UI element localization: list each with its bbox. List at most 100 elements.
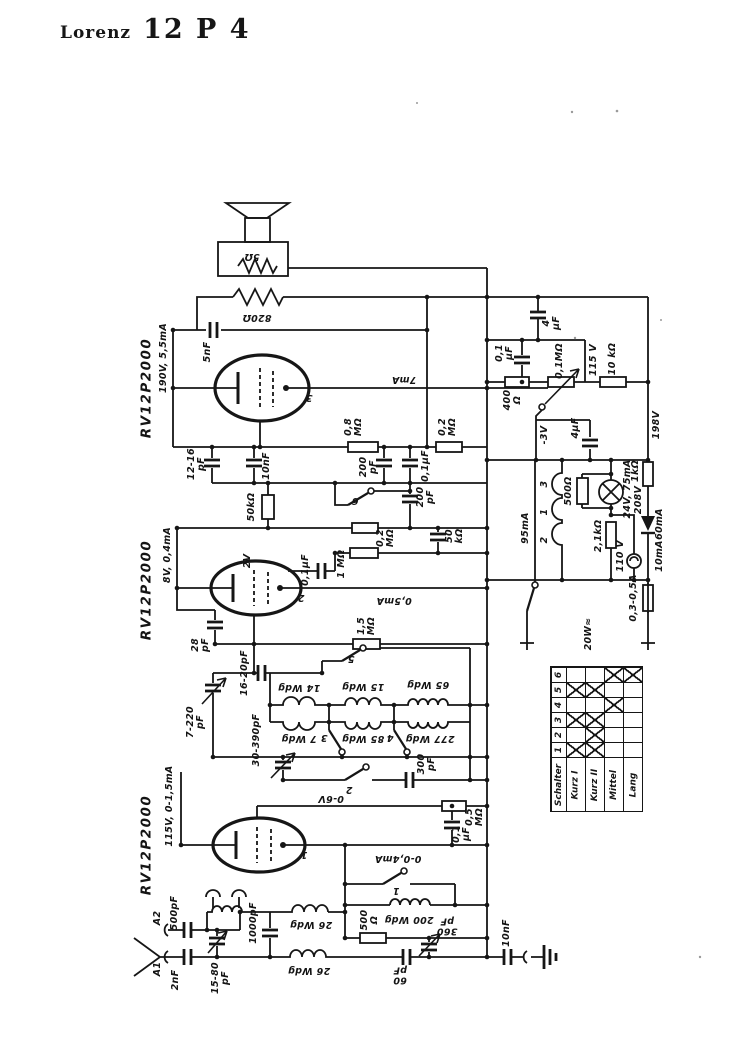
- switch-open-cell: [586, 698, 605, 713]
- switch-open-cell: [567, 698, 586, 713]
- label-cap-28pf: 28 pF: [189, 638, 211, 652]
- switch-open-cell: [605, 713, 624, 728]
- label-tube1-type: RV12P2000: [138, 337, 155, 439]
- label-tube2-voltage: 8V, 0,4mA: [161, 526, 173, 584]
- label-coil-14wdg: 14 Wdg: [277, 682, 321, 694]
- label-0-6v: 0-6V: [318, 793, 344, 805]
- switch-open-cell: [567, 728, 586, 743]
- label-coil-65wdg: 65 Wdg: [406, 679, 450, 691]
- label-res-500-b: 500 Ω: [358, 909, 380, 931]
- label-switch1: 1: [392, 885, 400, 897]
- label-cap-200pf-c: 200 pF: [414, 486, 436, 508]
- scan-noise: [416, 102, 702, 959]
- label-switch4: 4: [386, 732, 394, 744]
- switch-open-cell: [624, 683, 643, 698]
- switch-table-header: Schalter: [552, 758, 567, 812]
- label-fuse-rating: 0,3-0,5A: [627, 574, 639, 622]
- label-cap-7-220pf: 7-220 pF: [184, 706, 206, 738]
- neon-lamp-icon: [626, 553, 642, 569]
- label-res-50k-b: 50 kΩ: [443, 528, 465, 544]
- switch-contacts: [338, 403, 546, 875]
- rectifier-diode-icon: [641, 516, 655, 535]
- label-110v: 110 V: [614, 540, 626, 572]
- label-coil-277wdg: 277 Wdg: [405, 733, 455, 745]
- switch-closed-mark: [567, 743, 586, 758]
- label-coil-26wdg-b: 26 Wdg: [287, 965, 331, 977]
- label-res-1m: 1 MΩ: [335, 549, 347, 579]
- switch-open-cell: [586, 668, 605, 683]
- label-current-0_5ma: 0,5mA: [376, 595, 412, 607]
- switch-closed-mark: [605, 668, 624, 683]
- label-pin1: 1: [300, 849, 308, 861]
- switch-open-cell: [605, 743, 624, 758]
- label-60ma: 60mA: [653, 508, 665, 540]
- band-name: Kurz I: [567, 758, 586, 812]
- switch-open-cell: [605, 728, 624, 743]
- band-name: Kurz II: [586, 758, 605, 812]
- label-2v: 2V: [241, 553, 253, 569]
- dial-lamp-icon: [598, 479, 624, 505]
- label-cap-60pf: 60 pF: [393, 964, 407, 986]
- switch-closed-mark: [586, 713, 605, 728]
- label-10ma: 10mA: [653, 540, 665, 572]
- tube-envelopes: [209, 353, 311, 874]
- band-name: Mittel: [605, 758, 624, 812]
- label-cap-15-80pf: 15-80 pF: [209, 962, 231, 994]
- switch-number: 2: [552, 728, 567, 743]
- label-switch3: 3: [320, 732, 328, 744]
- label-coil-7wdg: 7 Wdg: [281, 733, 317, 745]
- switch-number: 1: [552, 743, 567, 758]
- label-cap-1000pf: 1000pF: [247, 902, 259, 944]
- switch-open-cell: [605, 683, 624, 698]
- label-res-400: 400 Ω: [501, 389, 523, 411]
- label-cap-12-16pf: 12-16 pF: [185, 448, 207, 480]
- switch-closed-mark: [586, 728, 605, 743]
- switch-closed-mark: [605, 698, 624, 713]
- label-cap-10nf: 10nF: [260, 452, 272, 480]
- tube-grids: [253, 368, 274, 863]
- label-coil-26wdg-a: 26 Wdg: [289, 919, 333, 931]
- label-pot-0_1m: 0,1MΩ: [553, 343, 565, 379]
- label-current-0-0_4ma: 0-0,4mA: [374, 853, 422, 865]
- switch-open-cell: [567, 668, 586, 683]
- switch-open-cell: [624, 698, 643, 713]
- label-cap-360pf: 360 pF: [436, 915, 458, 937]
- label-115v: 115 V: [587, 344, 599, 376]
- tube-anodes: [231, 372, 240, 859]
- label-cap-300pf: 300 pF: [415, 753, 437, 775]
- label-cap-16-20pf: 16-20pF: [238, 650, 250, 696]
- switch-number: 3: [552, 713, 567, 728]
- label-tube3-voltage: 115V, 0-1,5mA: [163, 765, 175, 847]
- switch-closed-mark: [567, 683, 586, 698]
- label-power-20w: 20W≈: [582, 617, 594, 651]
- label-res-0_5m: 0,5 MΩ: [463, 807, 485, 827]
- brand-name: Lorenz: [60, 23, 132, 43]
- model-name: 12 P 4: [143, 14, 251, 45]
- switch-closed-mark: [586, 743, 605, 758]
- switch-closed-mark: [586, 683, 605, 698]
- label-cap-2nf: 2nF: [169, 969, 181, 991]
- label-res-10k: 10 kΩ: [606, 342, 618, 376]
- label-switch6: 6: [351, 495, 359, 507]
- label-tube3-type: RV12P2000: [138, 794, 155, 896]
- label-cap-5nf: 5nF: [201, 341, 213, 363]
- label-cap-10nf-b: 10nF: [500, 919, 512, 947]
- label-tap1: 1: [538, 508, 550, 516]
- label-cap-500pf: 500pF: [168, 895, 180, 931]
- label-speaker-impedance: 5Ω: [244, 251, 260, 263]
- switch-number: 4: [552, 698, 567, 713]
- label-cap-4uf-a: 4 µF: [540, 315, 562, 331]
- label-res-1k: 1kΩ: [629, 460, 641, 482]
- label-switch2: 2: [345, 784, 353, 796]
- label-coil-85wdg: 85 Wdg: [341, 733, 385, 745]
- trimmer-arrows: [201, 368, 580, 957]
- label-cap-0_1uf-a: 0,1 µF: [493, 344, 515, 362]
- label-switch5: 5: [347, 653, 355, 665]
- label-cap-200pf-a: 200 pF: [357, 456, 379, 478]
- label-antenna-a2: A2: [151, 910, 163, 926]
- label-minus3v: -3V: [538, 425, 550, 445]
- label-res-500-t: 500Ω: [562, 476, 574, 506]
- label-antenna-a1: A1: [151, 961, 163, 977]
